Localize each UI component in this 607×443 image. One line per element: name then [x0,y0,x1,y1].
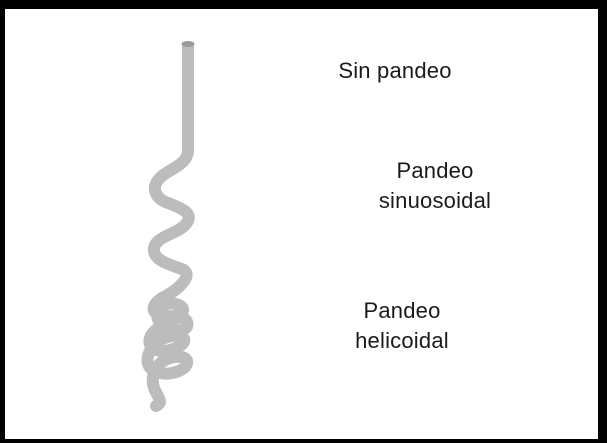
label-sinusoidal-line1: Pandeo [396,158,474,183]
label-sinusoidal-buckling: Pandeo sinuosoidal [335,156,535,216]
label-helical-line1: Pandeo [363,298,441,323]
label-no-buckling-text: Sin pandeo [338,58,452,83]
pipe-sinusoidal-section [148,144,195,302]
label-no-buckling: Sin pandeo [310,56,480,86]
pipe-top-end [181,41,195,47]
label-helical-buckling: Pandeo helicoidal [318,296,486,356]
label-helical-line2: helicoidal [355,328,449,353]
pipe-helical-section [141,290,194,412]
label-sinusoidal-line2: sinuosoidal [378,188,492,213]
